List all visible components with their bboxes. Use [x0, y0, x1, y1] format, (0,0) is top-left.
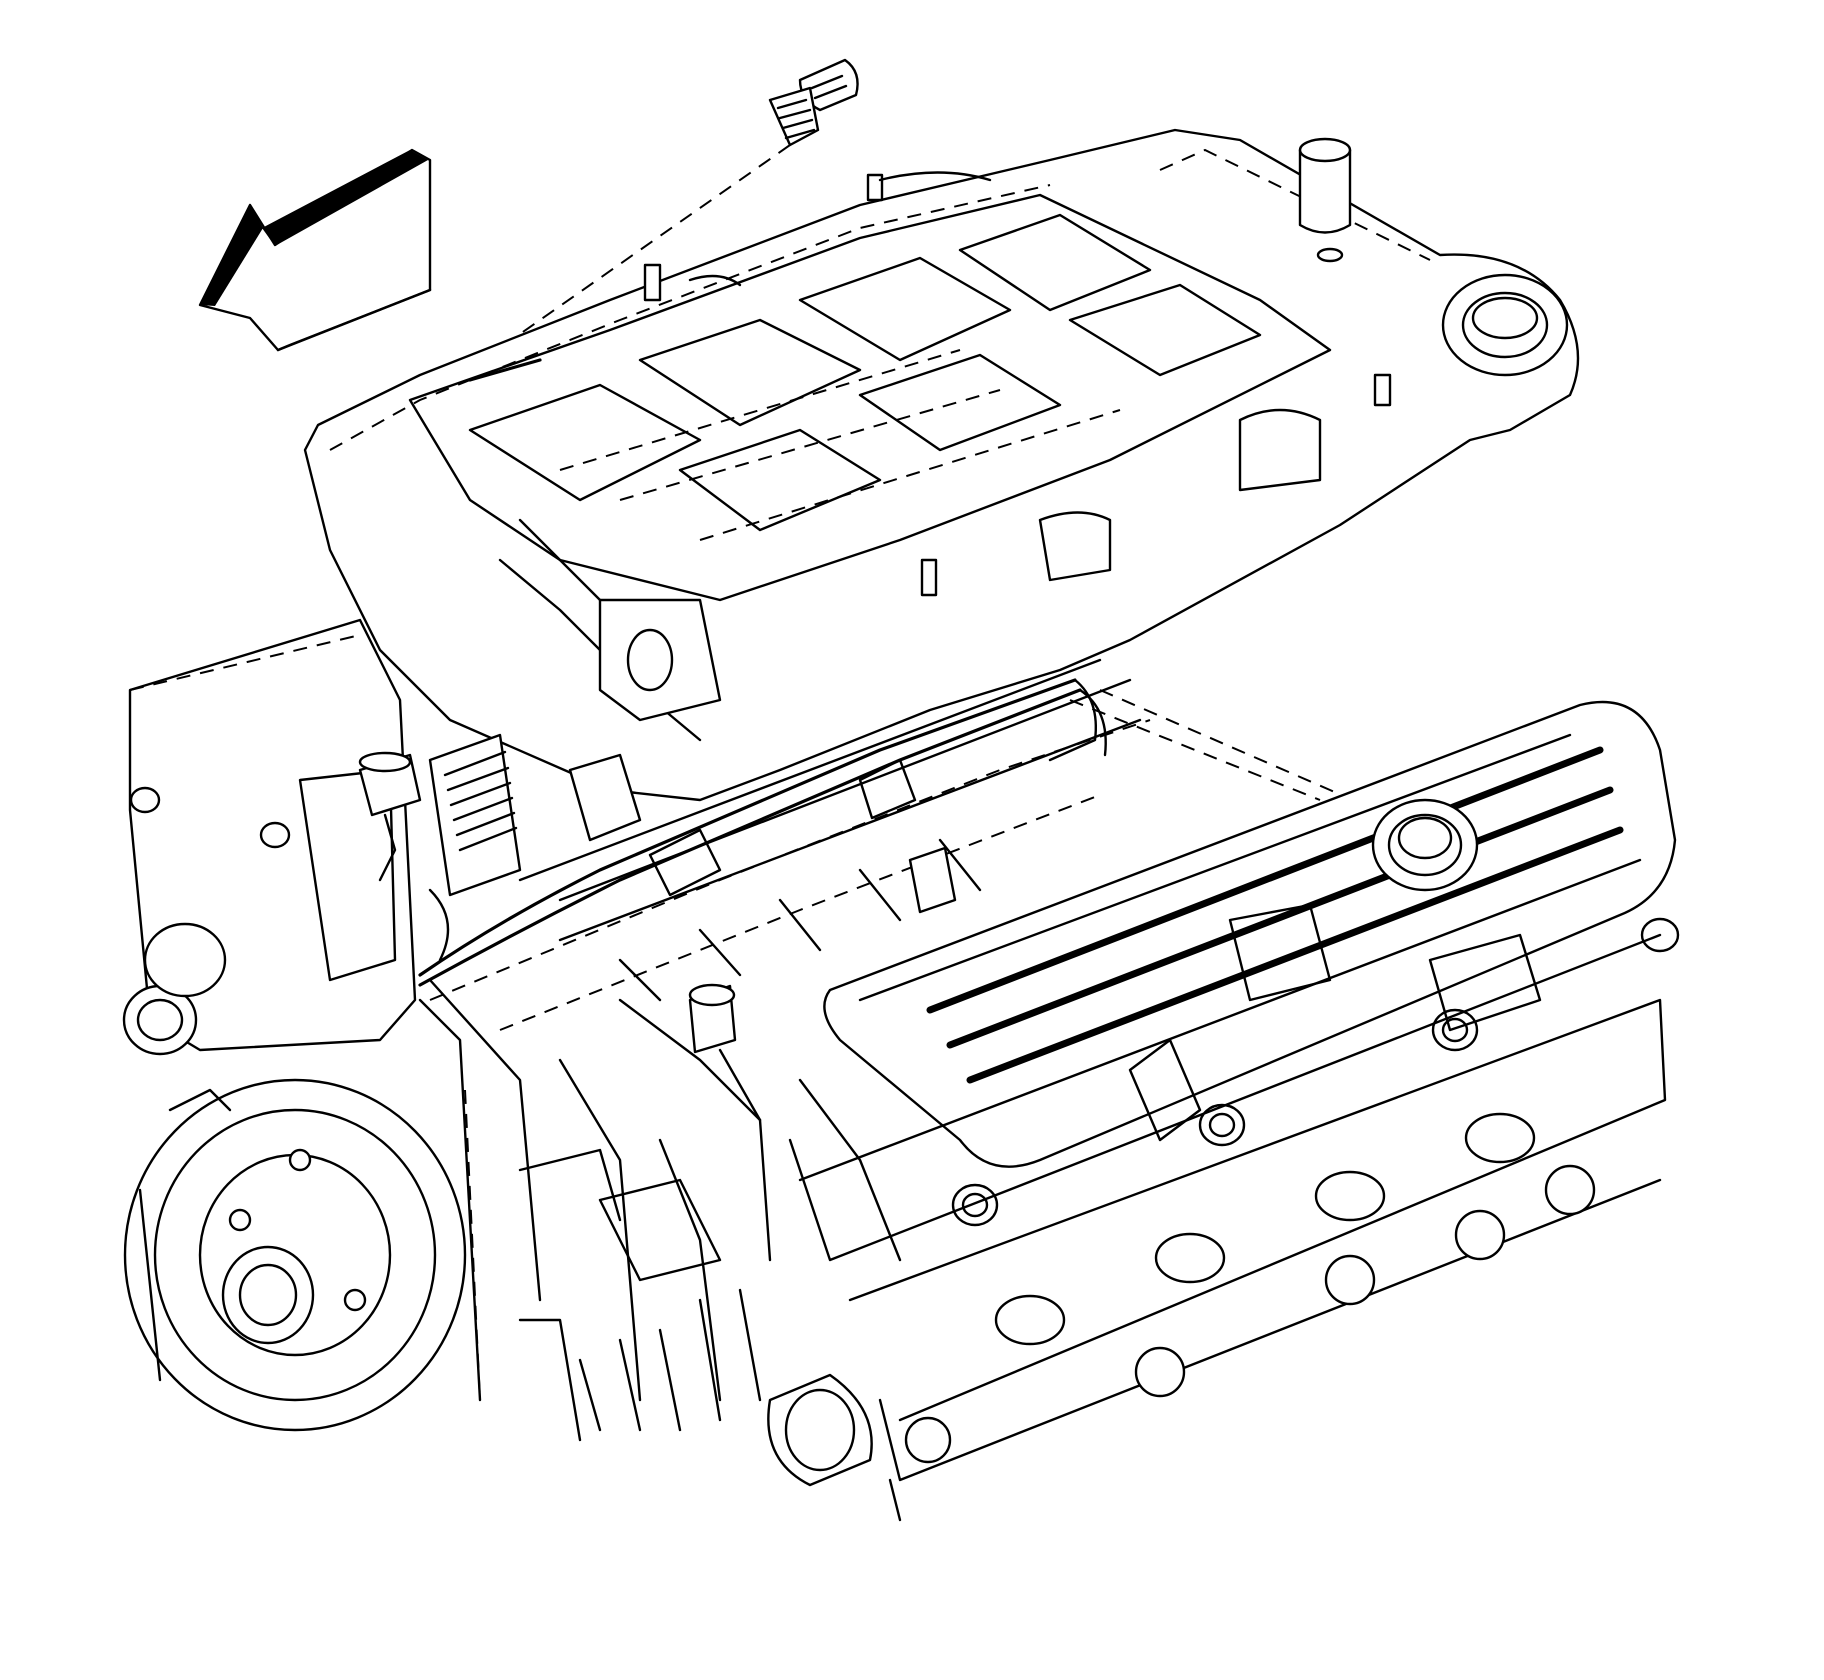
arrow-icon: [198, 148, 432, 352]
engine-block: [122, 618, 1421, 1402]
cylinder-head-right: [767, 858, 1667, 1522]
sensor-icon: [358, 751, 422, 882]
valve-cover: [823, 700, 1680, 1227]
intake-manifold: [303, 128, 1580, 802]
bolt-icon: [489, 58, 859, 356]
lower-block: [518, 1148, 762, 1442]
crankshaft-pulley: [123, 1078, 481, 1432]
